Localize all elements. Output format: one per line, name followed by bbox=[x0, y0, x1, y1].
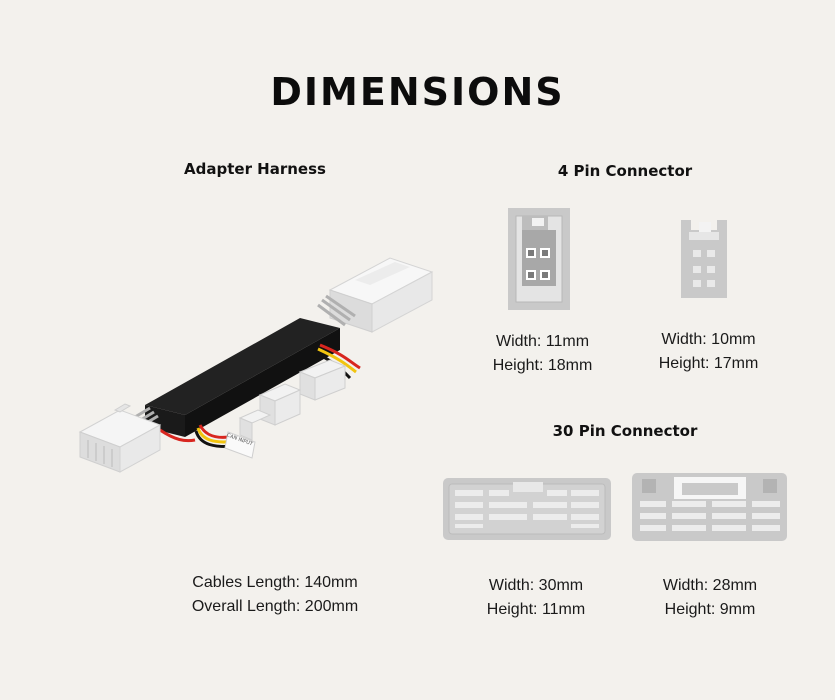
thirty-pin-right-width: Width: 28mm bbox=[662, 577, 758, 594]
harness-black-sleeve bbox=[145, 318, 340, 437]
harness-right-wires bbox=[317, 294, 356, 327]
thirty-pin-right-connector-image bbox=[632, 473, 787, 541]
four-pin-left-height: Height: 18mm bbox=[492, 357, 593, 374]
four-pin-left-specs: Width: 11mm Height: 18mm bbox=[470, 330, 615, 378]
harness-heading: Adapter Harness bbox=[184, 160, 326, 178]
harness-small-connectors bbox=[238, 359, 347, 441]
harness-left-connector bbox=[78, 403, 162, 473]
thirty-pin-left-connector-image bbox=[443, 478, 611, 540]
thirty-pin-right-height: Height: 9mm bbox=[664, 601, 756, 618]
four-pin-left-connector-image bbox=[508, 208, 570, 310]
thirty-pin-left-width: Width: 30mm bbox=[488, 577, 584, 594]
thirty-pin-right-specs: Width: 28mm Height: 9mm bbox=[636, 574, 784, 622]
four-pin-right-width: Width: 10mm bbox=[661, 331, 756, 348]
harness-right-connector bbox=[328, 257, 434, 333]
four-pin-right-connector-image bbox=[681, 220, 727, 298]
thirty-pin-left-height: Height: 11mm bbox=[486, 601, 586, 618]
four-pin-heading: 4 Pin Connector bbox=[557, 162, 693, 180]
four-pin-right-height: Height: 17mm bbox=[658, 355, 759, 372]
thirty-pin-heading: 30 Pin Connector bbox=[552, 422, 698, 440]
overall-length-text: Overall Length: 200mm bbox=[191, 598, 359, 615]
four-pin-left-width: Width: 11mm bbox=[495, 333, 590, 350]
harness-specs: Cables Length: 140mm Overall Length: 200… bbox=[130, 571, 420, 619]
thirty-pin-left-specs: Width: 30mm Height: 11mm bbox=[462, 574, 610, 622]
cables-length-text: Cables Length: 140mm bbox=[192, 574, 358, 591]
page-title: DIMENSIONS bbox=[270, 70, 565, 114]
harness-can-input-tag bbox=[224, 431, 256, 459]
four-pin-right-specs: Width: 10mm Height: 17mm bbox=[636, 328, 781, 376]
